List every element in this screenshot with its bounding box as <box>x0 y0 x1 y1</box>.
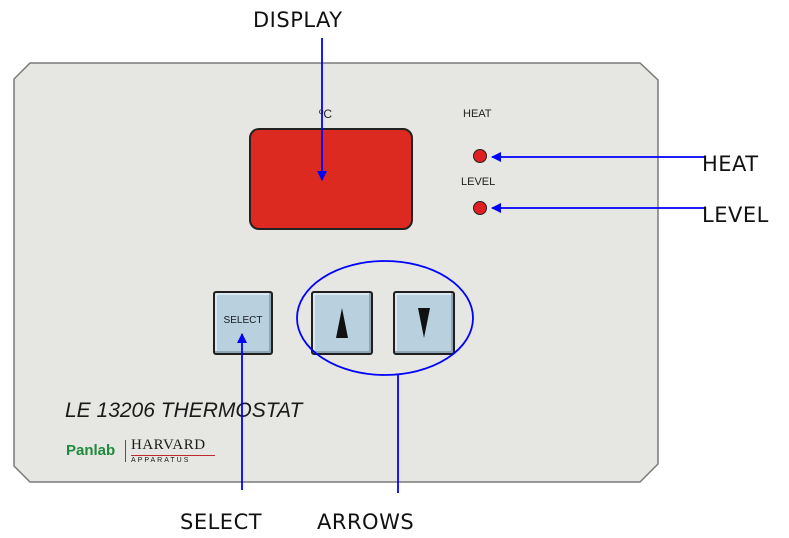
select-button[interactable]: SELECT <box>213 291 273 355</box>
logo-divider <box>125 440 126 462</box>
arrows-callout-label: ARROWS <box>317 510 415 534</box>
heat-panel-label: HEAT <box>463 108 492 120</box>
arrows-ellipse <box>296 260 474 376</box>
temperature-display <box>249 128 413 230</box>
heat-callout-label: HEAT <box>702 152 759 176</box>
panlab-logo: Panlab <box>66 442 116 459</box>
level-panel-label: LEVEL <box>461 176 496 188</box>
arrow-down-icon <box>418 308 430 338</box>
harvard-logo: HARVARD <box>131 437 206 453</box>
select-callout-label: SELECT <box>180 510 263 534</box>
down-arrow-button[interactable] <box>393 291 455 355</box>
up-arrow-button[interactable] <box>311 291 373 355</box>
level-led <box>473 201 487 215</box>
heat-led <box>473 149 487 163</box>
display-callout-label: DISPLAY <box>253 8 343 32</box>
apparatus-logo: APPARATUS <box>131 457 191 464</box>
model-label: LE 13206 THERMOSTAT <box>65 399 303 422</box>
select-button-label: SELECT <box>223 315 263 326</box>
level-callout-label: LEVEL <box>702 203 769 227</box>
harvard-underline <box>131 455 215 456</box>
arrow-up-icon <box>336 308 348 338</box>
